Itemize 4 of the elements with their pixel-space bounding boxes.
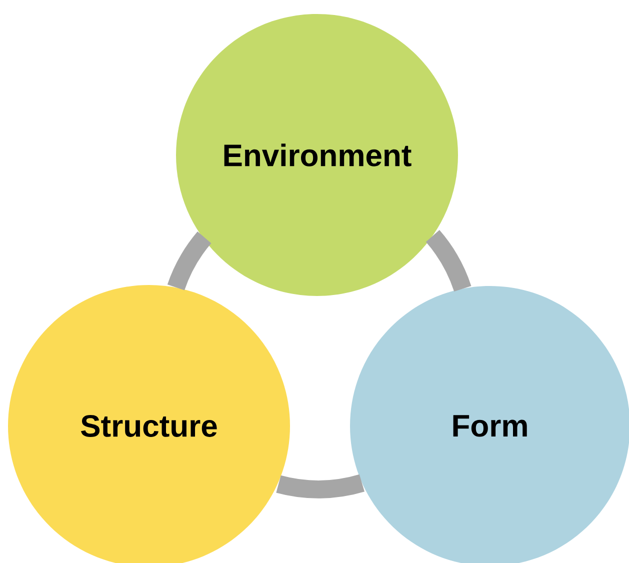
ring-arc [426, 230, 472, 292]
ring-arc [167, 232, 212, 290]
circle-node: Environment [176, 14, 458, 296]
ring-arc [276, 474, 364, 498]
